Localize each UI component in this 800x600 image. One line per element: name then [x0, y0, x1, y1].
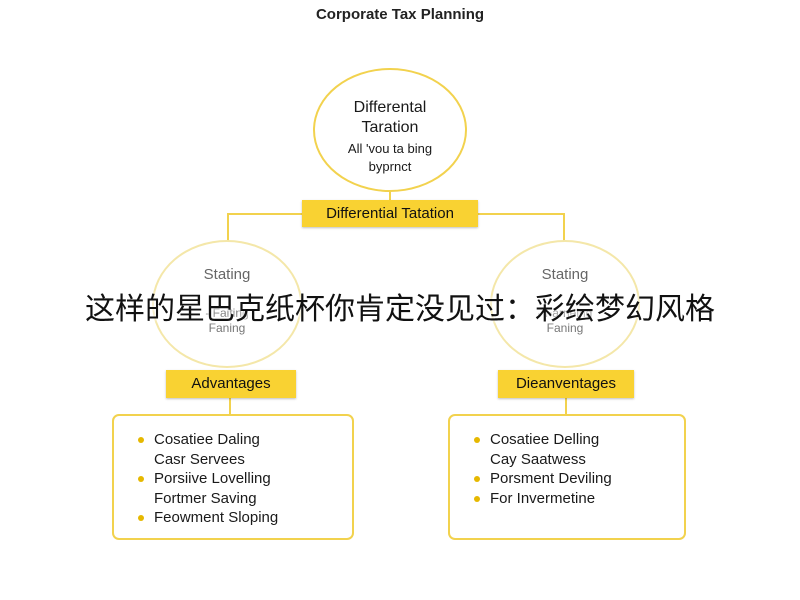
right-node-line2: - Farneing	[537, 306, 593, 320]
left-node-line3: Faning	[208, 321, 246, 335]
advantages-box: Cosatiee Daling Casr Servees Porsiive Lo…	[112, 414, 354, 540]
overlay-caption: 这样的星巴克纸杯你肯定没见过：彩绘梦幻风格	[85, 292, 715, 327]
advantages-item: Porsiive Lovelling	[138, 469, 352, 489]
left-node-circle: Stating - Faiting Faning	[152, 240, 302, 368]
center-label: Differential Tatation	[302, 200, 478, 227]
disadvantages-list: Cosatiee Delling Cay Saatwess Porsment D…	[474, 430, 684, 508]
advantages-item: Casr Servees	[154, 450, 245, 468]
top-node-heading-1: Differental	[353, 99, 427, 116]
right-node-circle: Stating - Farneing Faning	[490, 240, 640, 368]
left-node-line1: Stating	[203, 266, 251, 283]
advantages-list: Cosatiee Daling Casr Servees Porsiive Lo…	[138, 430, 352, 528]
disadvantages-item: Cosatiee Delling	[474, 430, 684, 450]
disadvantages-box: Cosatiee Delling Cay Saatwess Porsment D…	[448, 414, 686, 540]
left-node-line2: - Faiting	[205, 306, 249, 320]
right-node-line1: Stating	[541, 266, 589, 283]
top-node-sub-1: All 'vou ta bing	[347, 141, 433, 156]
diagram-title: Corporate Tax Planning	[315, 6, 485, 23]
top-node-circle: Differental Taration All 'vou ta bing by…	[313, 68, 467, 192]
right-node-line3: Faning	[546, 321, 584, 335]
advantages-item: Fortmer Saving	[154, 489, 257, 507]
disadvantages-item: For Invermetine	[474, 489, 684, 509]
advantages-item: Cosatiee Daling	[138, 430, 352, 450]
disadvantages-label: Dieanventages	[498, 370, 634, 398]
connector-left	[227, 213, 302, 244]
top-node-sub-2: byprnct	[368, 159, 412, 174]
connector-right	[478, 213, 565, 244]
disadvantages-item: Porsment Deviling	[474, 469, 684, 489]
disadvantages-item: Cay Saatwess	[490, 450, 586, 468]
advantages-label: Advantages	[166, 370, 296, 398]
top-node-heading-2: Taration	[361, 119, 419, 136]
advantages-item: Feowment Sloping	[138, 508, 352, 528]
